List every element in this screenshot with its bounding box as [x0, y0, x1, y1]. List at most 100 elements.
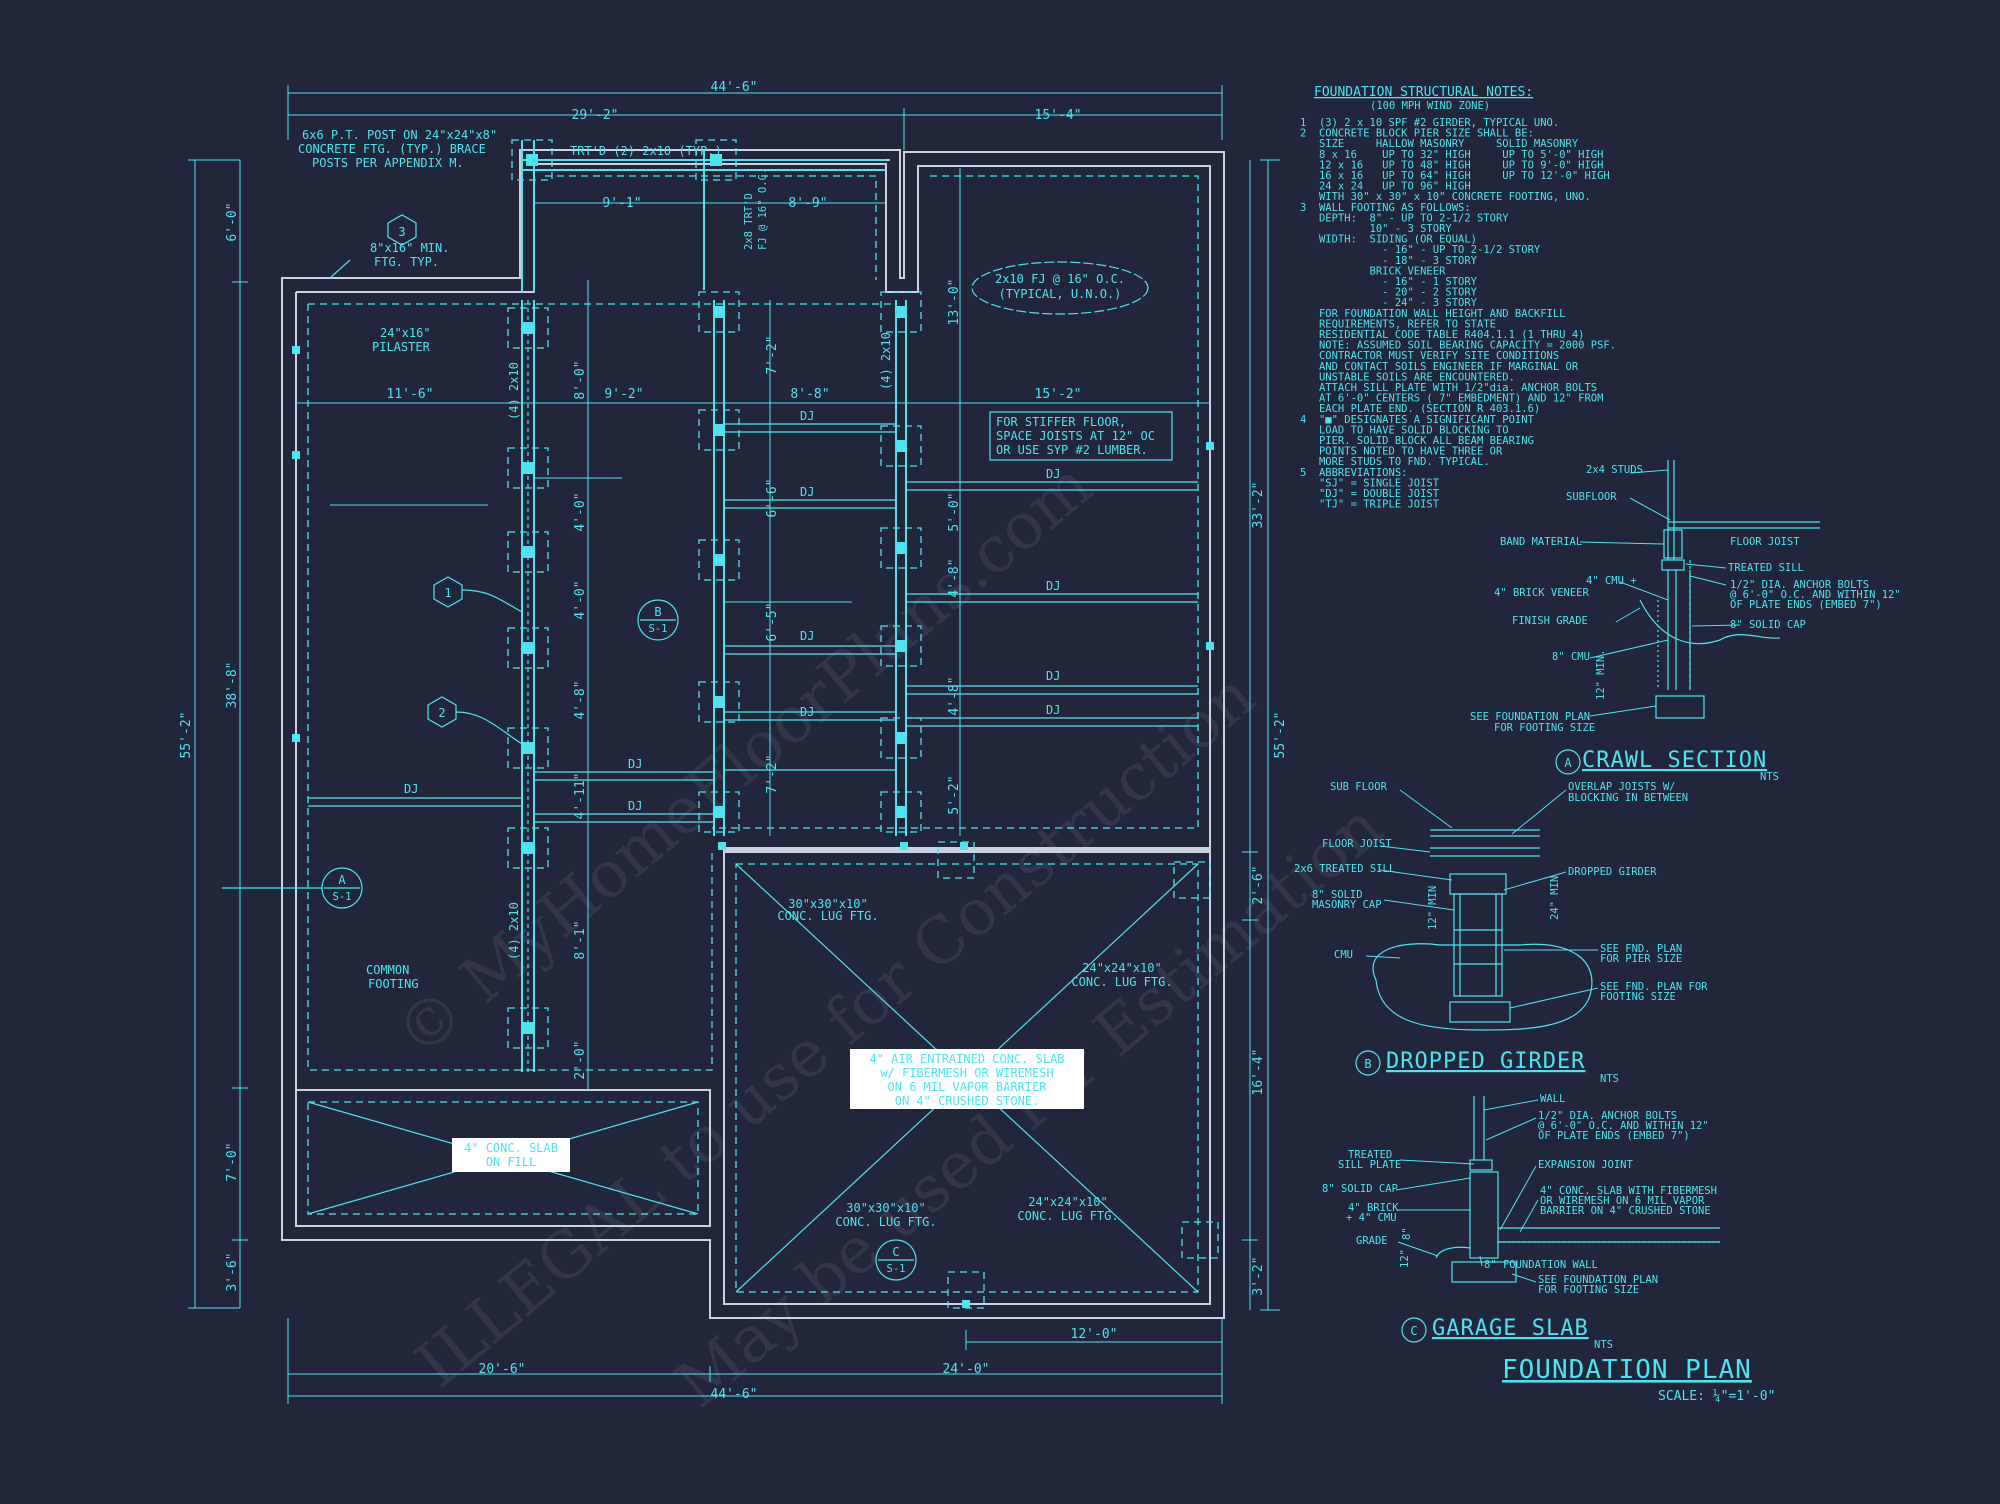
- crawl-leader: [1629, 497, 1671, 521]
- section-label: FLOOR JOIST: [1730, 536, 1800, 548]
- dim-bottom-total: [287, 1318, 1223, 1404]
- cloud-line-1: 2x10 FJ @ 16" O.C.: [995, 272, 1125, 286]
- section-label: FOR FOOTING SIZE: [1538, 1284, 1639, 1296]
- lug1-2: CONC. LUG FTG.: [777, 909, 878, 923]
- note-line: 1 (3) 2 x 10 SPF #2 GIRDER, TYPICAL UNO.: [1300, 117, 1559, 129]
- section-label: FOOTING SIZE: [1600, 991, 1676, 1003]
- garage-slab: [1498, 1227, 1720, 1243]
- dim-right-a: 33'-2": [1251, 482, 1266, 529]
- crawl-subfloor: [1668, 521, 1820, 529]
- pilaster-1: 24"x16": [380, 326, 431, 340]
- note-line: LOAD TO HAVE SOLID BLOCKING TO: [1300, 424, 1509, 436]
- dim-col2-b: 6'-6": [765, 478, 780, 517]
- crawl-leader: [1685, 563, 1727, 569]
- pier-marker: [895, 732, 907, 744]
- section-label: 2x4 STUDS: [1586, 464, 1643, 476]
- pier-footing: [507, 1007, 549, 1049]
- garage-sill: [1469, 1159, 1493, 1171]
- section-label: MASONRY CAP: [1312, 899, 1382, 911]
- note-line: BRICK VENEER: [1300, 265, 1446, 277]
- dim-col-d: 4'-8": [573, 680, 588, 719]
- sec-c-sheet: S-1: [887, 1263, 906, 1275]
- garage-inner: [723, 851, 1211, 1305]
- pier-marker: [713, 806, 725, 818]
- slab-fill-2: ON FILL: [486, 1155, 537, 1169]
- crawl-sill: [1661, 559, 1685, 571]
- dj-label-m1: DJ: [628, 757, 642, 771]
- section-label: SUB FLOOR: [1330, 781, 1388, 793]
- garage-slab-1: 4" AIR ENTRAINED CONC. SLAB: [869, 1052, 1064, 1066]
- tag1-leader: [461, 589, 523, 613]
- dj-label-r2: DJ: [1046, 579, 1060, 593]
- drawing-title: FOUNDATION PLAN: [1502, 1355, 1752, 1385]
- dimension-text: 44'-6" 29'-2" 15'-4" 9'-1" 8'-9" 11'-6" …: [179, 80, 1288, 1402]
- dimension-lines: [188, 85, 1280, 1404]
- dim-right-total-text: 55'-2": [1273, 712, 1288, 759]
- lug4-1: 24"x24"x10": [1028, 1195, 1107, 1209]
- dim-left-total: [188, 159, 240, 1309]
- garage-slab-2: w/ FIBERMESH OR WIREMESH: [880, 1066, 1053, 1080]
- note-line: AT 6'-0" CENTERS ( 7" EMBEDMENT) AND 12"…: [1300, 393, 1603, 405]
- anchor-marker: [292, 734, 300, 742]
- pier-footing: [698, 291, 740, 333]
- stiffer-floor-note: FOR STIFFER FLOOR, SPACE JOISTS AT 12" O…: [989, 411, 1173, 461]
- dj-c1: [724, 423, 896, 433]
- dim-col-b: 4'-0": [573, 492, 588, 531]
- dim-col2-a: 7'-2": [765, 335, 780, 374]
- stiffer-line-3: OR USE SYP #2 LUMBER.: [996, 443, 1148, 457]
- girder-leader: [1379, 869, 1453, 881]
- note-line: MORE STUDS TO FND. TYPICAL.: [1300, 456, 1490, 468]
- dim-right-d: 3'-2": [1251, 1256, 1266, 1295]
- pier-footing: [695, 139, 737, 181]
- footing-dash-main: [307, 175, 1199, 1071]
- note-line: 10" - 3 STORY: [1300, 223, 1452, 235]
- note-line: - 18" - 3 STORY: [1300, 255, 1478, 267]
- section-label: SEE FND. PLAN FOR: [1600, 981, 1708, 993]
- section-label: TREATED SILL: [1728, 562, 1804, 574]
- inner-wall-left: [295, 292, 711, 1227]
- note-line: WITH 30" x 30" x 10" CONCRETE FOOTING, U…: [1300, 191, 1591, 203]
- girder-leader: [1365, 955, 1401, 959]
- section-label: 1/2" DIA. ANCHOR BOLTS: [1730, 579, 1869, 591]
- garage-title: GARAGE SLAB: [1432, 1316, 1589, 1341]
- dim-col3-d: 4'-8": [947, 676, 962, 715]
- note-line: "SJ" = SINGLE JOIST: [1300, 477, 1440, 489]
- note-line: WIDTH: SIDING (OR EQUAL): [1300, 234, 1477, 246]
- dim-inner-top-a: 9'-1": [602, 196, 641, 211]
- dj-mid-1: [534, 771, 714, 781]
- crawl-leader: [1629, 469, 1669, 474]
- dj-label-left: DJ: [404, 782, 418, 796]
- section-label: OF PLATE ENDS (EMBED 7"): [1538, 1130, 1690, 1142]
- dim-top-right-text: 15'-4": [1035, 108, 1082, 123]
- garage-slab-label: 4" AIR ENTRAINED CONC. SLAB w/ FIBERMESH…: [850, 1049, 1084, 1109]
- crawl-leader: [1691, 624, 1741, 627]
- pier-footing: [507, 531, 549, 573]
- dim-bottom-total: 44'-6": [711, 1387, 758, 1402]
- crawl-leader: [1615, 607, 1641, 623]
- note-line: UNSTABLE SOILS ARE ENCOUNTERED.: [1300, 371, 1515, 383]
- title-block: FOUNDATION PLAN SCALE: ¼"=1'-0": [1502, 1355, 1775, 1404]
- pier-marker: [526, 154, 538, 166]
- note-line: PIER. SOLID BLOCK ALL BEAM BEARING: [1300, 435, 1534, 447]
- section-label: 8": [1401, 1227, 1413, 1240]
- section-label: FOR PIER SIZE: [1600, 953, 1682, 965]
- girder-line-3: [895, 300, 907, 836]
- section-label: 12": [1399, 1249, 1411, 1268]
- garage-tag: C: [1410, 1324, 1417, 1338]
- dim-right-split: [1242, 160, 1258, 1310]
- pier-marker: [713, 696, 725, 708]
- section-label: SEE FOUNDATION PLAN: [1470, 711, 1590, 723]
- pier-marker: [522, 1022, 534, 1034]
- pier-marker: [522, 642, 534, 654]
- garage-grade: [1435, 1246, 1471, 1259]
- dj-label-c4: DJ: [800, 705, 814, 719]
- dim-row-c: 8'-8": [790, 387, 829, 402]
- crawl-leader: [1589, 639, 1669, 659]
- dj-label-m2: DJ: [628, 799, 642, 813]
- pier-marker: [522, 462, 534, 474]
- section-label: SEE FOUNDATION PLAN: [1538, 1274, 1658, 1286]
- dim-right-c: 16'-4": [1251, 1049, 1266, 1096]
- footing-dash-front: [545, 175, 877, 280]
